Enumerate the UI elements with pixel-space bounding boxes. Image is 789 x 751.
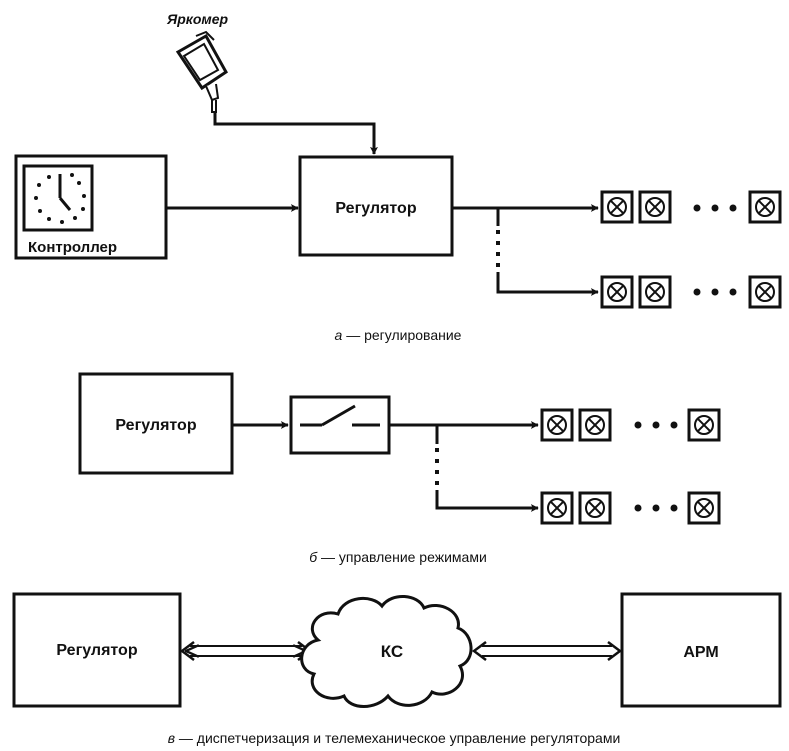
link-regulator-cloud — [179, 641, 313, 661]
part-a: Яркомер Контрол — [14, 11, 782, 343]
meter-connector — [213, 112, 378, 155]
caption-c-text: — диспетчеризация и телемеханическое упр… — [175, 730, 620, 746]
caption-a-letter: а — [335, 327, 343, 343]
caption-b: б — управление режимами — [309, 549, 487, 565]
caption-c: в — диспетчеризация и телемеханическое у… — [168, 730, 621, 746]
lamp-group-b1 — [540, 408, 721, 442]
cloud-label: КС — [381, 642, 403, 661]
part-b: Регулятор б — управление — [78, 372, 721, 565]
controller-label: Контроллер — [28, 239, 117, 256]
lamp-group-a1 — [600, 190, 782, 224]
cloud-icon — [300, 595, 473, 708]
lamp-icon — [540, 408, 574, 442]
light-meter-icon — [175, 30, 228, 113]
lamp-icon — [687, 408, 721, 442]
regulator-label-b: Регулятор — [115, 417, 196, 434]
arm-box — [620, 592, 782, 708]
light-meter-label: Яркомер — [166, 11, 229, 27]
caption-c-letter: в — [168, 730, 175, 746]
lamp-icon — [540, 491, 574, 525]
regulator-box-a — [298, 155, 454, 257]
arm-label: АРМ — [683, 644, 718, 661]
regulator-box-c — [12, 592, 182, 708]
caption-a: а — регулирование — [335, 327, 462, 343]
switch-icon — [289, 395, 391, 455]
lamp-icon — [578, 408, 612, 442]
lamp-icon — [600, 190, 634, 224]
regulator-label-a: Регулятор — [335, 200, 416, 217]
lamp-group-a2 — [600, 275, 782, 309]
clock-icon — [22, 164, 94, 232]
lamp-group-b2 — [540, 491, 721, 525]
lamp-icon — [687, 491, 721, 525]
caption-b-text: — управление режимами — [317, 549, 487, 565]
lamp-icon — [600, 275, 634, 309]
lamp-icon — [638, 190, 672, 224]
link-cloud-arm — [471, 641, 623, 661]
caption-b-letter: б — [309, 549, 318, 565]
output-arrow-a2 — [496, 272, 599, 296]
lamp-icon — [578, 491, 612, 525]
regulator-label-c: Регулятор — [56, 642, 137, 659]
lamp-icon — [748, 190, 782, 224]
lamp-icon — [748, 275, 782, 309]
lamp-icon — [638, 275, 672, 309]
part-c: Регулятор КС АРМ в — диспетчеризация и т… — [12, 592, 782, 746]
output-arrow-b2 — [435, 490, 539, 512]
caption-a-text: — регулирование — [342, 327, 461, 343]
